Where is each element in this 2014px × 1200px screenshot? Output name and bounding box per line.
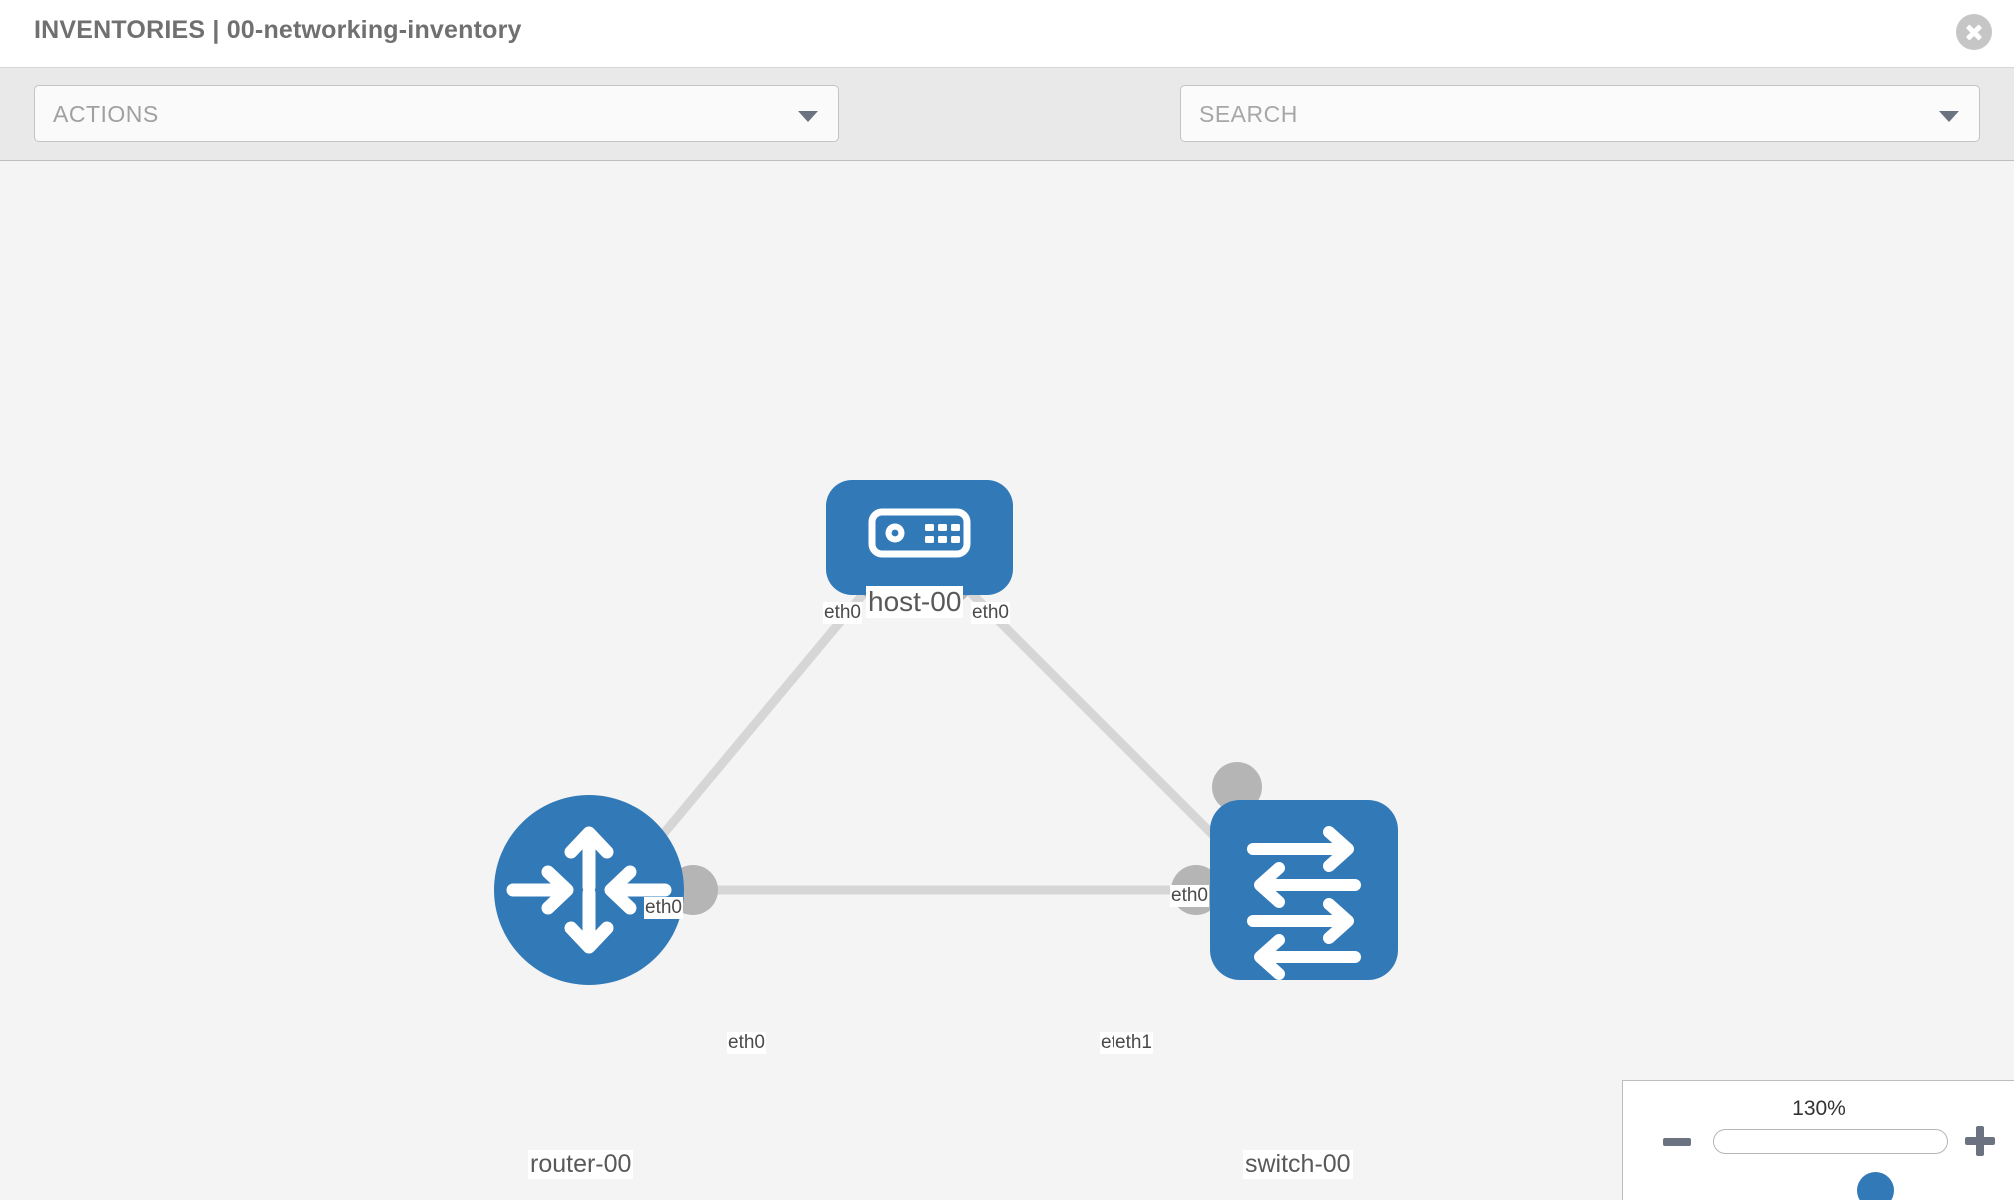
zoom-slider-handle[interactable] [1857,1172,1894,1200]
zoom-control-panel: 130% [1622,1080,2014,1200]
chevron-down-icon [798,111,818,122]
actions-dropdown[interactable]: ACTIONS [34,85,839,142]
minus-icon[interactable] [1663,1138,1691,1146]
close-icon[interactable] [1956,14,1992,50]
node-router-00[interactable] [494,795,684,985]
zoom-percent-label: 130% [1792,1097,1846,1120]
node-label-host-00: host-00 [866,586,964,619]
port-label-router-up-eth0: eth0 [644,897,683,919]
chevron-down-icon[interactable] [1939,111,1959,122]
page-title: INVENTORIES | 00-networking-inventory [34,16,522,44]
topology-canvas[interactable]: eth0 host-00 eth0 eth0 eth0 eth0 eth0 et… [0,162,2014,1200]
port-dot-switch-top[interactable] [1212,762,1262,812]
search-placeholder: SEARCH [1199,101,1298,127]
port-label-switch-up-eth0: eth0 [1170,885,1209,907]
topology-graph [494,480,1398,985]
page-header: INVENTORIES | 00-networking-inventory [0,0,2014,68]
search-input[interactable]: SEARCH [1180,85,1980,142]
node-label-switch-00: switch-00 [1243,1150,1353,1179]
plus-icon[interactable] [1965,1126,1995,1156]
port-label-host-right-eth0: eth0 [971,602,1010,624]
port-label-router-right-eth0: eth0 [727,1032,766,1054]
topology-ports [668,555,1262,915]
port-label-host-left-eth0: eth0 [823,602,862,624]
switch-icon [1247,826,1361,980]
node-switch-00[interactable] [1210,800,1398,980]
router-icon [506,826,672,954]
server-icon [868,508,971,558]
toolbar: ACTIONS SEARCH [0,68,2014,203]
node-host-00[interactable] [826,480,1013,595]
actions-dropdown-label: ACTIONS [53,101,159,127]
topology-edges [636,570,1244,895]
node-label-router-00: router-00 [528,1150,634,1179]
zoom-slider-track[interactable] [1713,1129,1948,1200]
port-label-switch-left-eth1: eth1 [1114,1032,1153,1054]
